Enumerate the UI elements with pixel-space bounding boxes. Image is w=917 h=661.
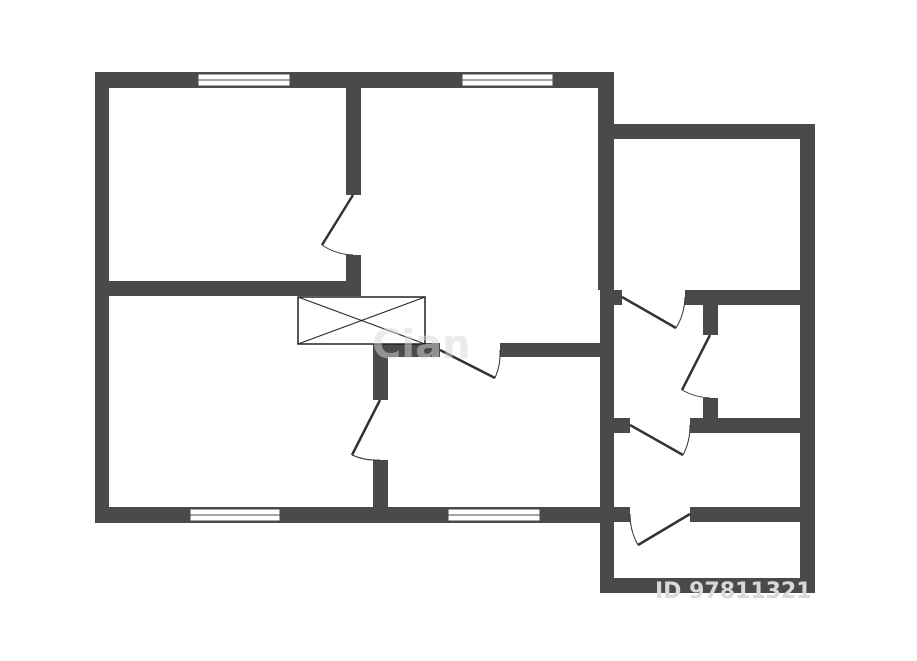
interior-walls — [108, 88, 800, 522]
watermark-brand: Cian — [372, 322, 471, 368]
watermark-id: ID 97811321 — [655, 579, 812, 604]
doors — [320, 194, 712, 547]
watermark: Cian ID 97811321 — [372, 322, 812, 604]
windows — [189, 73, 554, 522]
ventilation-shaft — [297, 296, 426, 345]
